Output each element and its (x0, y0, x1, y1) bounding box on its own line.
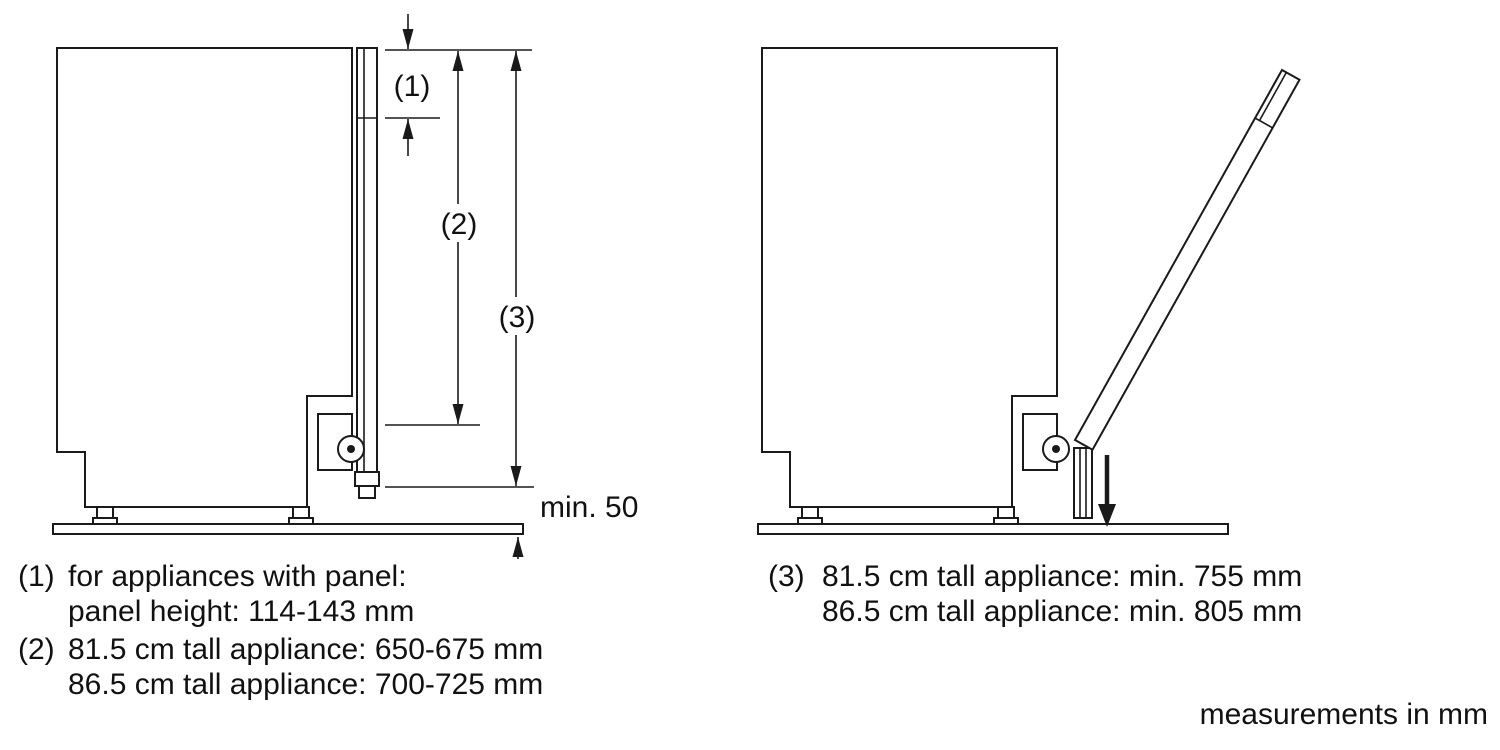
min-clearance-label: min. 50 (540, 491, 638, 524)
dim2-label-bg (433, 204, 485, 242)
legend-line: 86.5 cm tall appliance: 700-725 mm (68, 668, 543, 701)
base-plate (757, 523, 1229, 535)
legend-line: 86.5 cm tall appliance: min. 805 mm (822, 595, 1302, 628)
legend-marker: (2) (18, 633, 55, 666)
door-panel (356, 47, 378, 473)
dim3-label: (3) (499, 301, 536, 334)
foot-stem (96, 506, 114, 519)
hinge-assembly (317, 413, 380, 499)
panel-slide-direction (1098, 455, 1116, 527)
appliance-body (761, 47, 1058, 508)
hinge-pin (347, 445, 355, 453)
hinge-assembly (1022, 413, 1093, 519)
legend-line: panel height: 114-143 mm (68, 595, 414, 628)
foot-stem (801, 506, 819, 519)
left-figure: (1) (2) (3) min. 50 (52, 14, 638, 559)
dim3-label-bg (491, 297, 543, 335)
legend-right: (3) 81.5 cm tall appliance: min. 755 mm … (768, 560, 1302, 628)
base-plate (52, 523, 524, 535)
units-note: measurements in mm (1200, 698, 1488, 731)
legend-line: 81.5 cm tall appliance: min. 755 mm (822, 560, 1302, 593)
door-panel-top-seam (1254, 117, 1273, 129)
panel-mount-block (354, 471, 380, 487)
legend-left: (1) for appliances with panel: panel hei… (18, 560, 543, 701)
right-figure (757, 47, 1301, 535)
panel-mount-foot (358, 485, 376, 499)
dim2-label: (2) (441, 208, 478, 241)
legend-marker: (3) (768, 560, 805, 593)
dim1-label: (1) (394, 70, 431, 103)
appliance-feet (797, 506, 1019, 525)
foot-stem (292, 506, 310, 519)
door-panel-face (356, 47, 378, 473)
legend-marker: (1) (18, 560, 55, 593)
door-panel-face (1073, 68, 1301, 452)
foot-stem (997, 506, 1015, 519)
legend-line: for appliances with panel: (68, 560, 407, 593)
hinge-pin (1052, 445, 1060, 453)
mounting-rail (1073, 447, 1093, 519)
tilted-door-panel (1073, 68, 1301, 452)
dimension-annotations: (1) (2) (3) min. 50 (385, 14, 638, 559)
down-arrow-head (1098, 504, 1116, 527)
appliance-body (56, 47, 353, 508)
door-panel-inner-line (1258, 72, 1288, 121)
legend-line: 81.5 cm tall appliance: 650-675 mm (68, 633, 543, 666)
appliance-feet (92, 506, 314, 525)
